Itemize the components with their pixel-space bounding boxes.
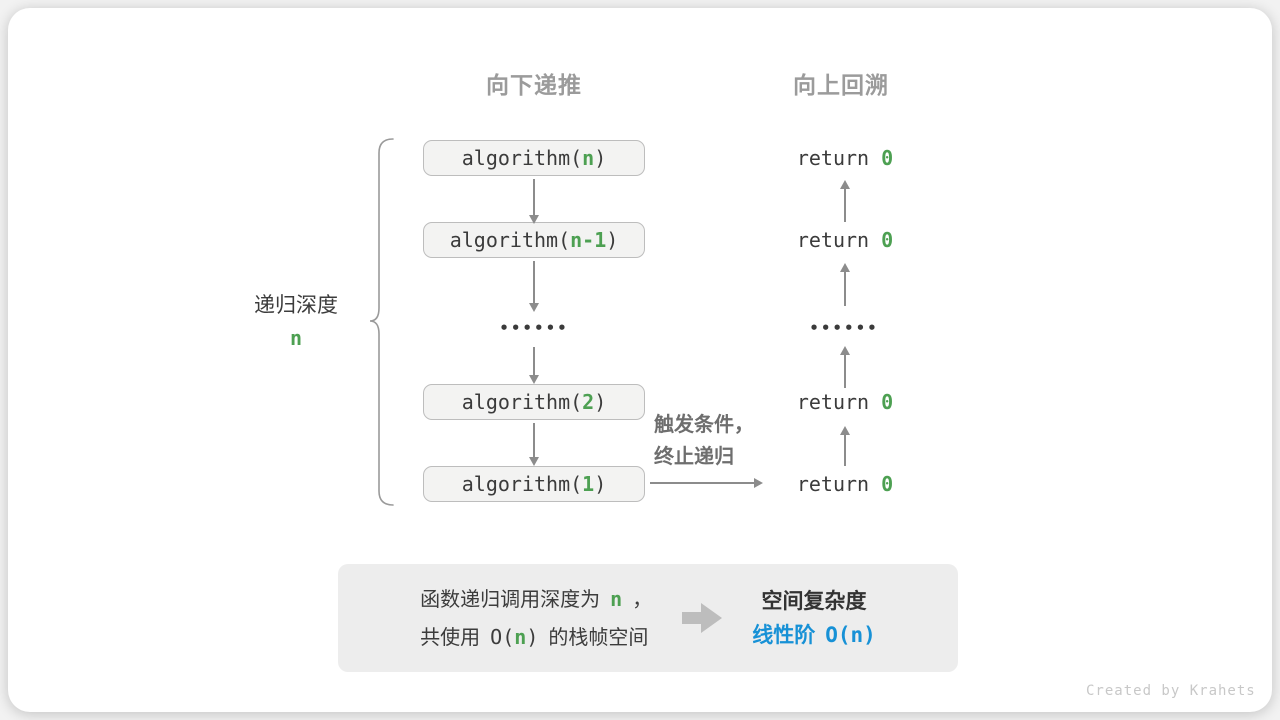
arrow-up-icon: [839, 263, 850, 306]
arrow-down-icon: [528, 179, 539, 224]
return-value: 0: [881, 390, 894, 414]
recursion-depth-var: n: [289, 326, 303, 350]
call-box-n: algorithm(n): [423, 140, 645, 176]
call-text: algorithm(: [461, 472, 583, 496]
call-arg: 2: [582, 390, 595, 414]
return-text: return: [796, 228, 882, 252]
summary-text: 函数递归调用深度为: [420, 587, 601, 611]
diagram-canvas: 向下递推 向上回溯 递归深度 n algorithm(n) algorithm(…: [8, 8, 1272, 712]
trigger-condition-label-1: 触发条件，: [654, 412, 754, 436]
big-o-close: ): [526, 625, 539, 649]
call-text: ): [594, 146, 607, 170]
summary-line-1: 函数递归调用深度为 n ，: [420, 580, 652, 618]
space-complexity-result: 线性阶 O(n): [752, 618, 876, 652]
call-text: algorithm(: [461, 390, 583, 414]
summary-text: 共使用: [420, 625, 481, 649]
call-box-n-1: algorithm(n-1): [423, 222, 645, 258]
arrow-up-icon: [839, 180, 850, 222]
call-arg: 1: [582, 472, 595, 496]
result-o-close: ): [863, 623, 876, 647]
call-text: ): [594, 390, 607, 414]
call-text: algorithm(: [449, 228, 571, 252]
call-box-2: algorithm(2): [423, 384, 645, 420]
recursion-depth-label: 递归深度: [254, 293, 338, 317]
arrow-down-icon: [528, 261, 539, 312]
arrow-up-icon: [839, 346, 850, 388]
result-o-open: O(: [825, 623, 851, 647]
brace-icon: [369, 138, 394, 506]
summary-line-2: 共使用 O(n) 的栈帧空间: [420, 618, 652, 656]
summary-right-text: 空间复杂度 线性阶 O(n): [752, 584, 876, 652]
return-text: return: [796, 472, 882, 496]
big-o-open: O(: [490, 625, 515, 649]
arrow-down-icon: [528, 423, 539, 466]
header-backtrack-up: 向上回溯: [793, 73, 889, 99]
header-recurse-down: 向下递推: [486, 73, 582, 99]
return-text: return: [796, 390, 882, 414]
call-text: ): [594, 472, 607, 496]
big-right-arrow-icon: [682, 603, 723, 633]
trigger-condition-label-2: 终止递归: [654, 444, 734, 468]
return-value: 0: [881, 472, 894, 496]
return-line: return 0: [745, 473, 945, 495]
return-value: 0: [881, 228, 894, 252]
ellipsis-calls: ••••••: [499, 319, 569, 337]
result-o-var: n: [850, 623, 864, 647]
credit-text: Created by Krahets: [1086, 683, 1256, 699]
arrow-down-icon: [528, 347, 539, 384]
return-line: return 0: [745, 391, 945, 413]
big-o-var: n: [514, 625, 527, 649]
ellipsis-returns: ••••••: [809, 319, 879, 337]
summary-punct: ，: [632, 587, 653, 611]
arrow-up-icon: [839, 426, 850, 466]
summary-text: 的栈帧空间: [548, 625, 649, 649]
call-arg: n: [582, 146, 595, 170]
call-arg: n-1: [570, 228, 607, 252]
return-text: return: [796, 146, 882, 170]
space-complexity-title: 空间复杂度: [761, 589, 867, 613]
arrow-right-icon: [650, 477, 763, 488]
summary-var: n: [610, 587, 623, 611]
result-text: 线性阶: [752, 623, 816, 647]
call-text: ): [606, 228, 619, 252]
return-line: return 0: [745, 229, 945, 251]
call-text: algorithm(: [461, 146, 583, 170]
return-value: 0: [881, 146, 894, 170]
call-box-1: algorithm(1): [423, 466, 645, 502]
return-line: return 0: [745, 147, 945, 169]
